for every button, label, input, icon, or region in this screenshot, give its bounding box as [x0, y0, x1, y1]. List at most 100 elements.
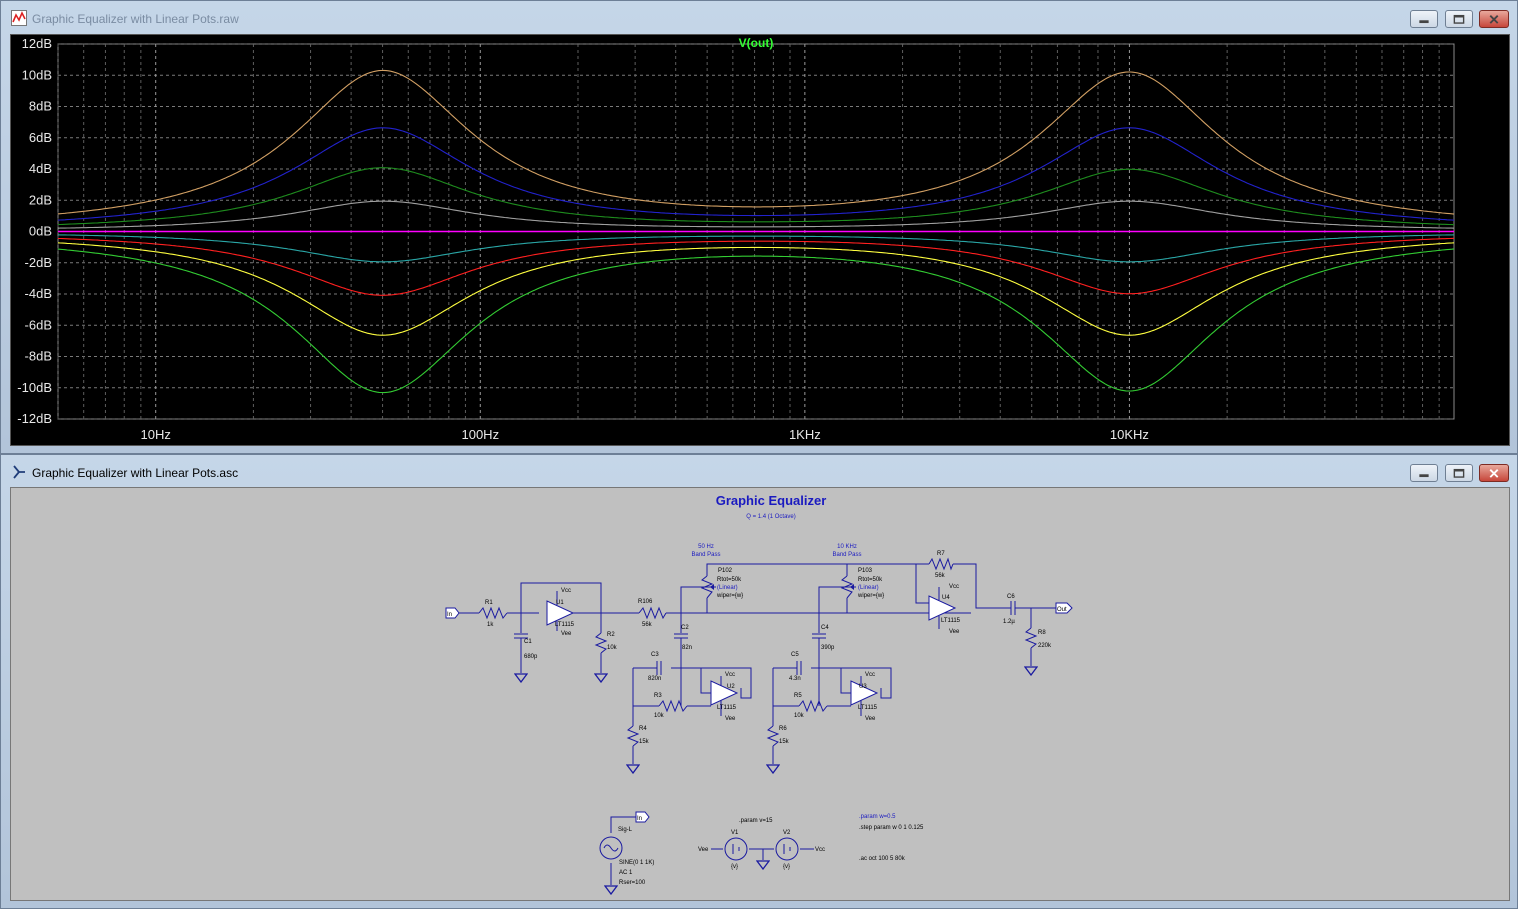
directive-param-v[interactable]: .param v=15: [739, 818, 773, 824]
r1-value: 1k: [487, 622, 494, 628]
sig-name: Sig-L: [618, 827, 633, 833]
band2-type-label[interactable]: Band Pass: [832, 552, 861, 558]
band1-type-label[interactable]: Band Pass: [691, 552, 720, 558]
r3-name: R3: [654, 693, 662, 699]
u3-vcc: Vcc: [865, 672, 875, 678]
p103-rtot: Rtot=50k: [858, 577, 883, 583]
opamp-u1[interactable]: U1 LT1115 Vcc Vee: [546, 588, 575, 637]
v2-value: {v}: [783, 864, 790, 870]
c1-value: 680p: [524, 654, 538, 660]
restore-icon: [1453, 14, 1465, 24]
c3-value: 820n: [648, 676, 661, 682]
plot-window-titlebar[interactable]: Graphic Equalizer with Linear Pots.raw: [1, 1, 1517, 31]
capacitor-c3[interactable]: C3 820n: [648, 652, 662, 682]
schematic-pane[interactable]: Graphic Equalizer Q = 1.4 (1 Octave) 50 …: [10, 487, 1510, 901]
x-tick-label: 10Hz: [141, 427, 171, 442]
restore-button[interactable]: [1445, 10, 1473, 28]
c4-name: C4: [821, 625, 829, 631]
capacitor-c1[interactable]: C1 680p: [514, 633, 538, 660]
capacitor-c4[interactable]: C4 390p: [812, 625, 835, 651]
resistor-r2[interactable]: R2 10k: [594, 632, 618, 654]
r5-value: 10k: [794, 713, 805, 719]
potentiometer-p102[interactable]: P102 Rtot=50k (Linear) wiper={w}: [700, 568, 743, 599]
schematic-title[interactable]: Graphic Equalizer: [716, 493, 827, 508]
trace-label[interactable]: V(out): [739, 36, 774, 50]
supply-v2[interactable]: V2 {v} Vcc: [775, 830, 825, 870]
minimize-icon: [1419, 474, 1429, 478]
x-axis-ticks: 10Hz 100Hz 1KHz 10KHz: [141, 427, 1149, 442]
band1-freq-label[interactable]: 50 Hz: [698, 544, 714, 550]
c2-value: 82n: [682, 645, 692, 651]
directive-ac[interactable]: .ac oct 100 5 80k: [859, 856, 906, 862]
resistor-r3[interactable]: R3 10k: [654, 693, 688, 719]
plot-traces: [57, 69, 1455, 394]
capacitor-c5[interactable]: C5 4.3n: [789, 652, 802, 682]
trace-0: [57, 69, 1455, 215]
u3-model: LT1115: [858, 705, 878, 711]
opamp-u3[interactable]: U3 LT1115 Vcc Vee: [850, 672, 879, 722]
u1-name: U1: [556, 600, 564, 606]
close-button[interactable]: [1479, 10, 1509, 28]
trace-8: [57, 248, 1455, 394]
c4-value: 390p: [821, 645, 835, 651]
capacitor-c2[interactable]: C2 82n: [674, 625, 692, 651]
potentiometer-p103[interactable]: P103 Rtot=50k (Linear) wiper={w}: [840, 568, 884, 599]
minimize-button[interactable]: [1410, 10, 1438, 28]
y-tick-label: 12dB: [22, 36, 52, 51]
resistor-r8[interactable]: R8 220k: [1024, 627, 1052, 649]
v1-value: {v}: [731, 864, 738, 870]
directive-param-w[interactable]: .param w=0.5: [859, 814, 896, 820]
y-tick-label: -8dB: [25, 349, 52, 364]
resistor-r7[interactable]: R7 56k: [928, 551, 954, 579]
r7-value: 56k: [935, 573, 946, 579]
band2-freq-label[interactable]: 10 KHz: [837, 544, 857, 550]
trace-5: [57, 234, 1455, 263]
schematic-canvas[interactable]: Graphic Equalizer Q = 1.4 (1 Octave) 50 …: [11, 488, 1509, 900]
waveform-app-icon: [11, 10, 27, 26]
directive-step[interactable]: .step param w 0 1 0.125: [859, 825, 924, 831]
schematic-wires[interactable]: [459, 563, 1056, 885]
r4-name: R4: [639, 726, 647, 732]
opamp-u4[interactable]: U4 LT1115 Vcc Vee: [928, 584, 961, 635]
restore-button[interactable]: [1445, 464, 1473, 482]
u4-model: LT1115: [941, 618, 961, 624]
x-tick-label: 1KHz: [789, 427, 821, 442]
y-tick-label: -4dB: [25, 286, 52, 301]
u4-name: U4: [942, 595, 950, 601]
c5-name: C5: [791, 652, 799, 658]
port-in[interactable]: In: [445, 607, 460, 619]
close-icon: [1489, 469, 1499, 478]
opamp-u2[interactable]: U2 LT1115 Vcc Vee: [710, 672, 739, 722]
plot-window[interactable]: Graphic Equalizer with Linear Pots.raw 1…: [0, 0, 1518, 454]
schematic-subtitle[interactable]: Q = 1.4 (1 Octave): [746, 514, 796, 520]
r1-name: R1: [485, 600, 493, 606]
x-tick-label: 100Hz: [461, 427, 499, 442]
resistor-r6[interactable]: R6 15k: [766, 725, 790, 747]
port-in-source[interactable]: In: [635, 811, 650, 823]
resistor-r5[interactable]: R5 10k: [794, 693, 828, 719]
y-tick-label: -12dB: [17, 411, 52, 426]
p102-rtot: Rtot=50k: [717, 577, 742, 583]
trace-1: [57, 127, 1455, 221]
y-tick-label: 4dB: [29, 161, 52, 176]
capacitor-c6[interactable]: C6 1.2µ: [1003, 594, 1021, 625]
p103-name: P103: [858, 568, 873, 574]
schematic-window[interactable]: Graphic Equalizer with Linear Pots.asc G…: [0, 454, 1518, 909]
x-tick-label: 10KHz: [1110, 427, 1149, 442]
v2-vcc-label: Vcc: [815, 847, 825, 853]
u1-model: LT1115: [555, 622, 575, 628]
bode-plot[interactable]: 12dB10dB8dB6dB4dB2dB0dB-2dB-4dB-6dB-8dB-…: [11, 35, 1509, 445]
resistor-r106[interactable]: R106 56k: [638, 599, 667, 628]
port-out[interactable]: Out: [1055, 602, 1073, 614]
close-button[interactable]: [1479, 464, 1509, 482]
resistor-r4[interactable]: R4 15k: [626, 725, 650, 747]
r8-name: R8: [1038, 630, 1046, 636]
supply-v1[interactable]: V1 {v} Vee: [698, 830, 748, 870]
resistor-r1[interactable]: R1 1k: [478, 600, 508, 628]
minimize-button[interactable]: [1410, 464, 1438, 482]
port-out-label: Out: [1057, 607, 1067, 613]
r2-value: 10k: [607, 645, 618, 651]
schematic-window-titlebar[interactable]: Graphic Equalizer with Linear Pots.asc: [1, 455, 1517, 485]
signal-source[interactable]: Sig-L SINE(0 1 1K) AC 1 Rser=100: [599, 827, 654, 886]
